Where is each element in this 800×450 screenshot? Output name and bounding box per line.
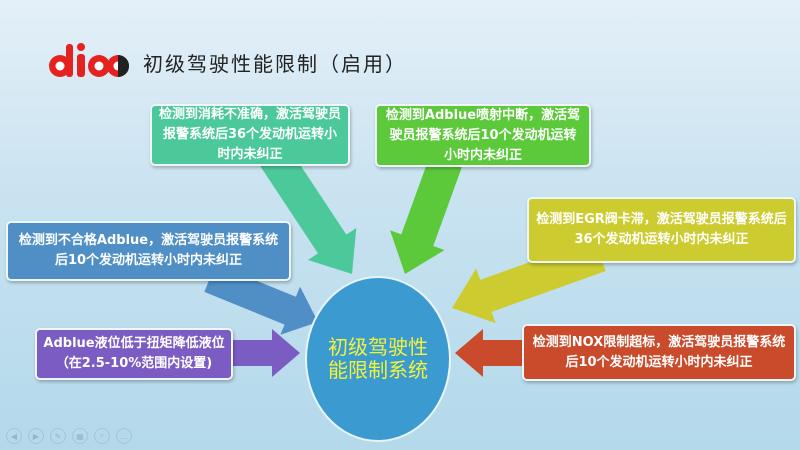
pen-icon[interactable]: ✎ [50,428,66,444]
condition-box-consumption: 检测到消耗不准确，激活驾驶员报警系统后36个发动机运转小时内未纠正 [150,104,350,166]
condition-box-bad-adblue: 检测到不合格Adblue，激活驾驶员报警系统后10个发动机运转小时内未纠正 [6,221,291,281]
arrow-consumption [255,140,357,274]
condition-box-adblue-level: Adblue液位低于扭矩降低液位（在2.5-10%范围内设置) [35,328,233,380]
previous-icon[interactable]: ◀ [6,428,22,444]
more-icon[interactable]: … [116,428,132,444]
zoom-icon[interactable]: ⌕ [94,428,110,444]
arrow-adblue-interruption [390,144,466,274]
condition-box-nox: 检测到NOX限制超标，激活驾驶员报警系统后10个发动机运转小时内未纠正 [522,324,796,381]
dioo-logo [49,43,129,77]
slides-icon[interactable]: ▦ [72,428,88,444]
arrow-bad-adblue [204,264,318,335]
arrow-nox [455,329,525,377]
hub-circle: 初级驾驶性能限制系统 [305,276,451,442]
next-icon[interactable]: ▶ [28,428,44,444]
slide-nav: ◀ ▶ ✎ ▦ ⌕ … [6,428,132,444]
page-title: 初级驾驶性能限制（启用） [143,52,407,76]
arrow-adblue-level [230,329,300,377]
condition-box-adblue-interruption: 检测到Adblue喷射中断，激活驾驶员报警系统后10个发动机运转小时内未纠正 [375,104,591,167]
condition-box-egr-valve: 检测到EGR阀卡滞，激活驾驶员报警系统后36个发动机运转小时内未纠正 [527,197,796,263]
